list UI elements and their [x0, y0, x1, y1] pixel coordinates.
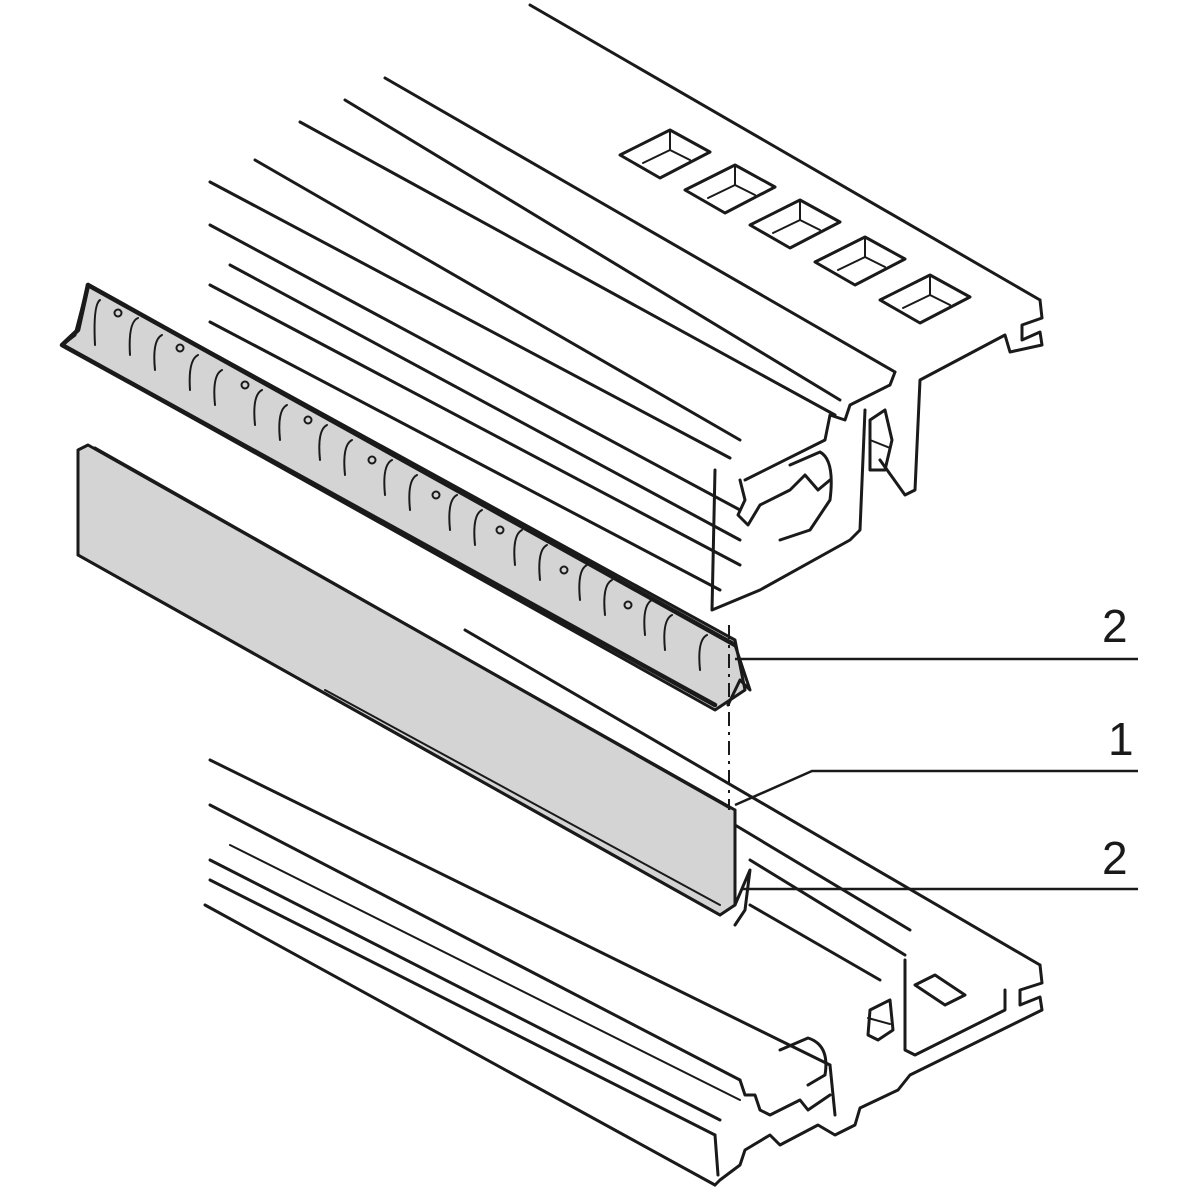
bottom-rail [203, 628, 1044, 1187]
slot-5 [878, 273, 972, 325]
top-rail-slots [618, 128, 972, 325]
callout-label-2-upper: 2 [1102, 600, 1128, 652]
callout-label-2-lower: 2 [1102, 832, 1128, 884]
clip-strip-upper [59, 282, 752, 712]
slot-4 [813, 235, 907, 287]
slot-2 [683, 163, 777, 215]
slot-1 [618, 128, 712, 180]
top-rail [208, 3, 1044, 612]
callout-label-1: 1 [1108, 713, 1134, 765]
slot-3 [748, 198, 842, 250]
clip-teeth [93, 299, 708, 671]
cover-panel [76, 443, 752, 927]
callout-leaders [734, 657, 1138, 891]
